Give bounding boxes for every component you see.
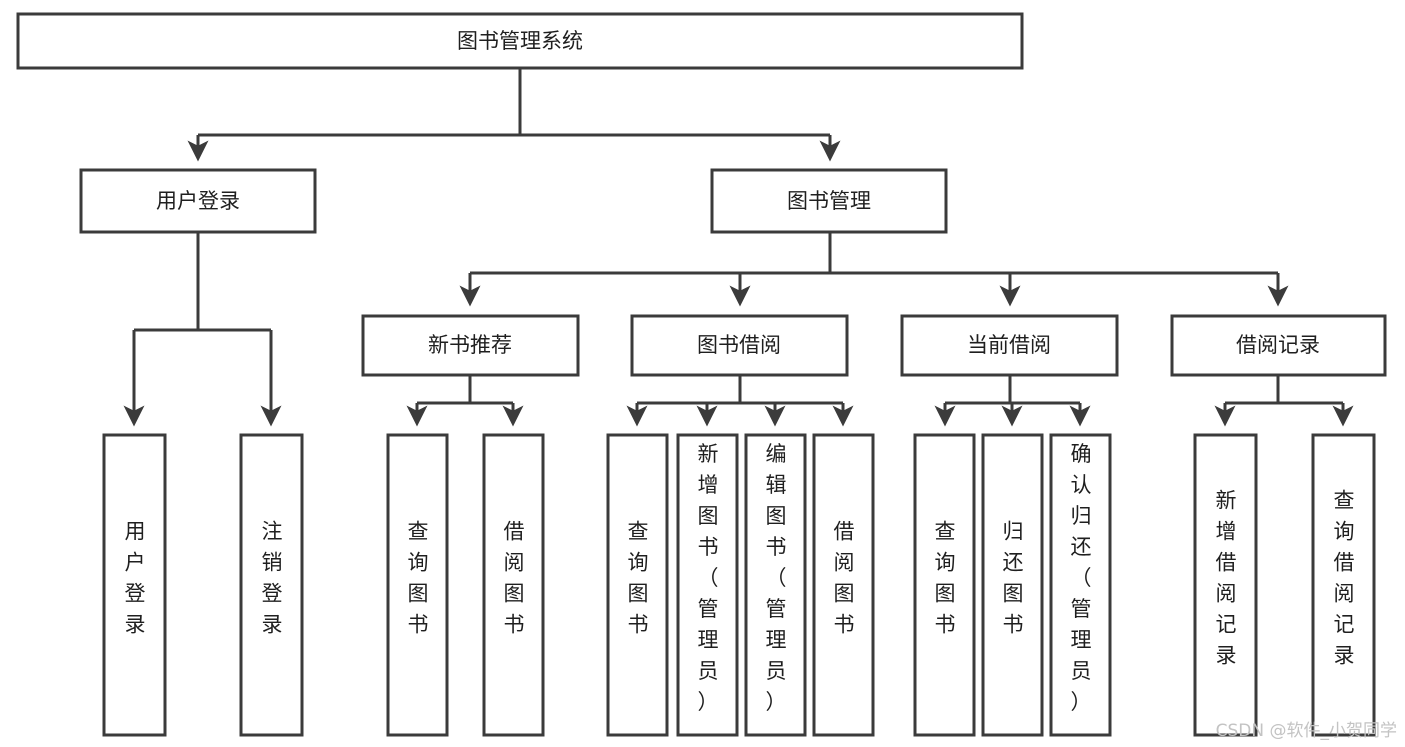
edge-current-to-leaves — [934, 375, 1091, 427]
node-leaf-borrow-books-1-label: 借阅图书 — [504, 520, 525, 637]
node-book-borrow[interactable]: 图书借阅 — [630, 314, 849, 377]
node-leaf-edit-book-admin-label: 编辑图书（管理员） — [766, 442, 787, 714]
edge-newbook-to-leaves — [406, 375, 524, 427]
node-leaf-edit-book-admin[interactable]: 编辑图书（管理员） — [744, 433, 807, 737]
node-leaf-return-books-label: 归还图书 — [1003, 520, 1024, 637]
node-leaf-query-books-2[interactable]: 查询图书 — [606, 433, 669, 737]
node-leaf-confirm-return-admin-label: 确认归还（管理员） — [1071, 442, 1092, 714]
csdn-watermark: CSDN @软件_小贺同学 — [1215, 721, 1397, 741]
edge-bookmgmt-to-level3 — [459, 232, 1289, 307]
node-leaf-logout[interactable]: 注销登录 — [239, 433, 304, 737]
node-leaf-borrow-books-2-label: 借阅图书 — [834, 520, 855, 637]
node-new-book-recommend[interactable]: 新书推荐 — [361, 314, 580, 377]
node-leaf-user-login[interactable]: 用户登录 — [102, 433, 167, 737]
node-current-borrow-label: 当前借阅 — [967, 333, 1051, 357]
edge-userlogin-to-leaves — [123, 232, 282, 427]
node-leaf-confirm-return-admin[interactable]: 确认归还（管理员） — [1049, 433, 1112, 737]
node-borrow-records-label: 借阅记录 — [1236, 333, 1320, 357]
node-borrow-records[interactable]: 借阅记录 — [1170, 314, 1387, 377]
node-book-management-label: 图书管理 — [787, 189, 871, 213]
node-user-login[interactable]: 用户登录 — [79, 168, 317, 234]
node-leaf-add-book-admin-label: 新增图书（管理员） — [698, 442, 719, 714]
edge-borrow-to-leaves — [626, 375, 854, 427]
node-root-label: 图书管理系统 — [457, 29, 583, 53]
node-leaf-add-borrow-record-label: 新增借阅记录 — [1216, 489, 1237, 668]
node-leaf-add-borrow-record[interactable]: 新增借阅记录 — [1193, 433, 1258, 737]
node-leaf-query-books-2-label: 查询图书 — [628, 520, 649, 637]
node-leaf-query-books-1[interactable]: 查询图书 — [386, 433, 449, 737]
edge-root-to-level2 — [187, 68, 841, 162]
node-leaf-add-book-admin[interactable]: 新增图书（管理员） — [676, 433, 739, 737]
node-leaf-query-books-3-label: 查询图书 — [935, 520, 956, 637]
node-leaf-query-borrow-record-label: 查询借阅记录 — [1334, 489, 1355, 668]
node-leaf-query-books-3[interactable]: 查询图书 — [913, 433, 976, 737]
node-user-login-label: 用户登录 — [156, 189, 240, 213]
node-leaf-borrow-books-2[interactable]: 借阅图书 — [812, 433, 875, 737]
node-book-management[interactable]: 图书管理 — [710, 168, 948, 234]
node-book-borrow-label: 图书借阅 — [697, 333, 781, 357]
edge-records-to-leaves — [1214, 375, 1354, 427]
node-current-borrow[interactable]: 当前借阅 — [900, 314, 1119, 377]
node-leaf-query-borrow-record[interactable]: 查询借阅记录 — [1311, 433, 1376, 737]
node-leaf-user-login-label: 用户登录 — [125, 520, 146, 637]
node-leaf-query-books-1-label: 查询图书 — [408, 520, 429, 637]
node-leaf-return-books[interactable]: 归还图书 — [981, 433, 1044, 737]
node-leaf-logout-label: 注销登录 — [262, 520, 283, 637]
node-new-book-recommend-label: 新书推荐 — [428, 333, 512, 357]
node-leaf-borrow-books-1[interactable]: 借阅图书 — [482, 433, 545, 737]
node-root[interactable]: 图书管理系统 — [16, 12, 1024, 70]
